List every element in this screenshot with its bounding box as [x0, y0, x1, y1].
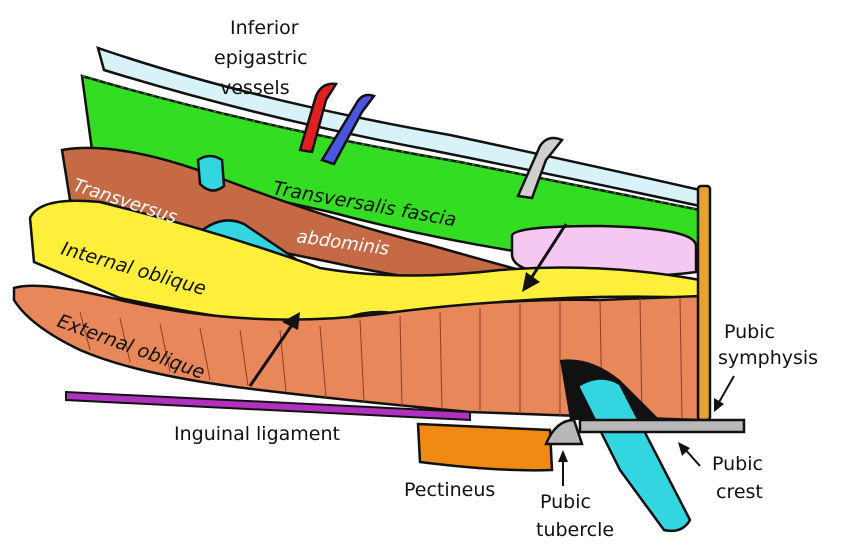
label-pubic-crest-line2: crest: [716, 481, 763, 503]
arrow-tubercle-head: [558, 450, 568, 462]
pubic-tubercle-shape: [546, 420, 582, 444]
label-pubic-symphysis-line2: symphysis: [718, 347, 818, 369]
label-inferior-line3: vessels: [220, 77, 290, 99]
label-pubic-symphysis-line1: Pubic: [724, 321, 775, 343]
deep-ring-stub: [198, 156, 224, 191]
label-pubic-tubercle-line2: tubercle: [536, 519, 614, 541]
pectineus-muscle: [418, 424, 552, 470]
label-pectineus: Pectineus: [404, 479, 495, 501]
label-inguinal-ligament: Inguinal ligament: [174, 423, 340, 445]
label-pubic-tubercle-line1: Pubic: [540, 491, 591, 513]
label-pubic-crest-line1: Pubic: [712, 453, 763, 475]
arrow-symphysis-head: [714, 398, 724, 412]
label-inferior-line2: epigastric: [214, 47, 308, 69]
pubic-symphysis: [698, 186, 710, 420]
label-inferior-line1: Inferior: [230, 17, 299, 39]
pubic-crest-bar: [580, 420, 744, 432]
arrow-symphysis: [718, 376, 734, 404]
